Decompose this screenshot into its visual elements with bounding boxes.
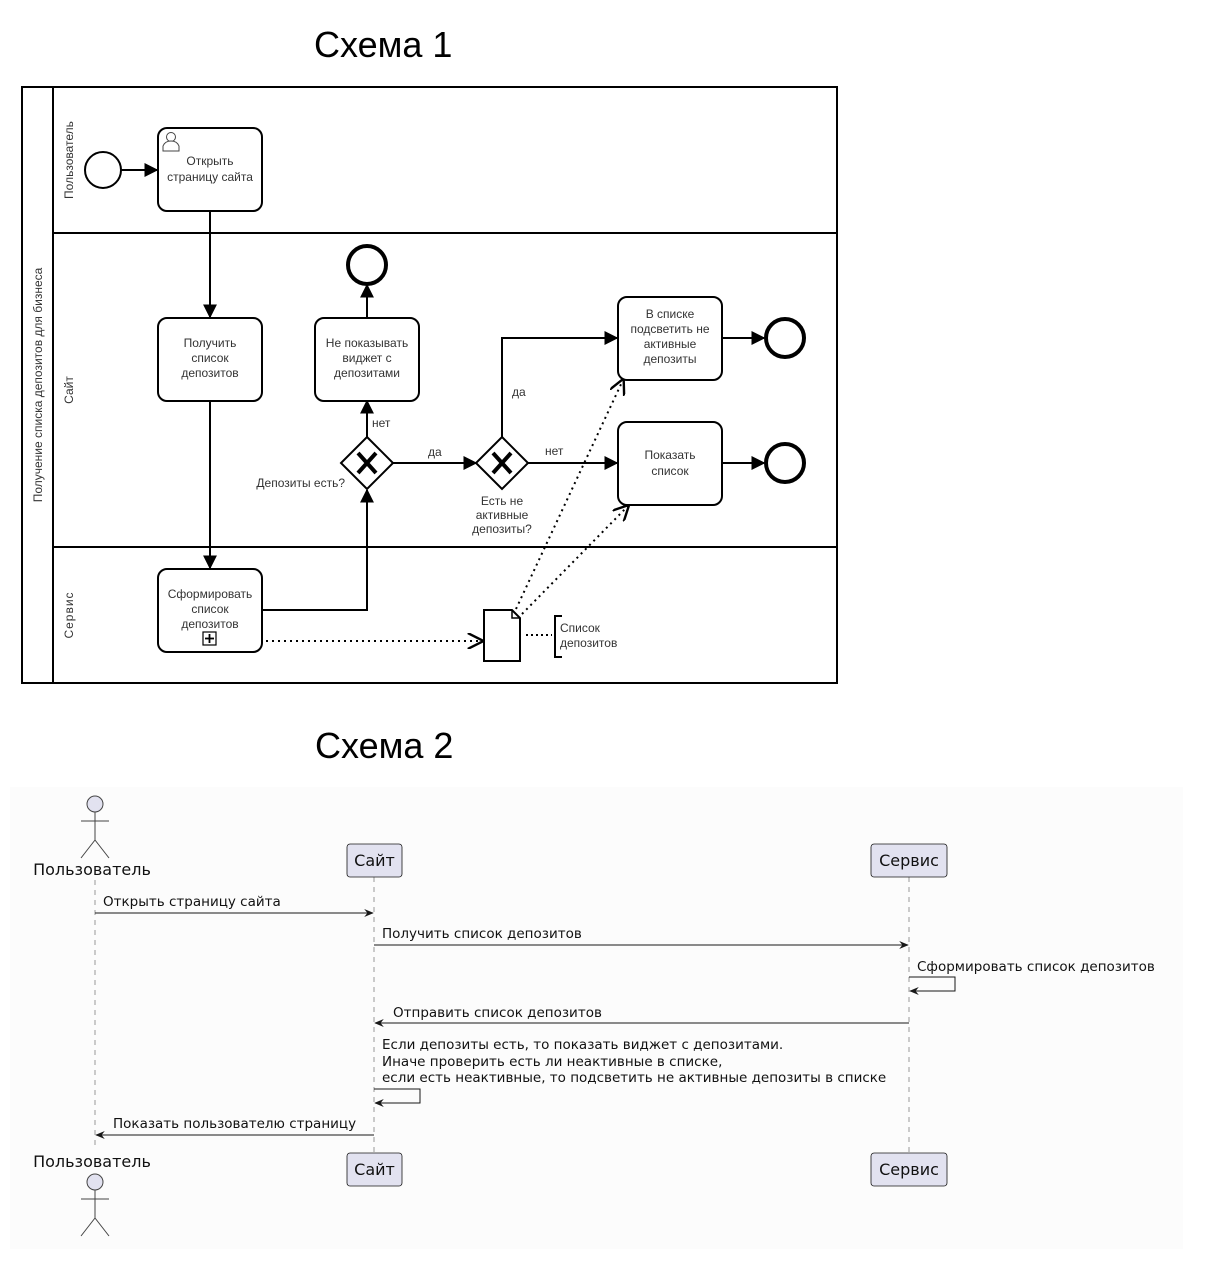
actor-label: Пользователь bbox=[33, 860, 151, 879]
task-label-line: Получить bbox=[184, 336, 237, 350]
participant-label: Сервис bbox=[879, 1160, 939, 1179]
data-object-deposit-list bbox=[483, 609, 521, 662]
task-dont-show-widget: Не показывать виджет с депозитами bbox=[314, 317, 420, 402]
schema1-title: Схема 1 bbox=[314, 24, 453, 65]
lane-label-service: Сервис bbox=[62, 591, 76, 638]
gateway-label-line: Есть не bbox=[481, 494, 524, 508]
flow-label: да bbox=[428, 445, 442, 459]
subprocess-form-list: Сформировать список депозитов bbox=[157, 568, 263, 653]
message-label: Сформировать список депозитов bbox=[917, 959, 1155, 975]
gateway-deposits-exist: Депозиты есть? bbox=[256, 435, 395, 491]
message-open-page: Открыть страницу сайта bbox=[95, 894, 374, 917]
task-label-line: список bbox=[191, 602, 229, 616]
task-label-line: Сформировать bbox=[168, 587, 253, 601]
task-label-line: подсветить не bbox=[630, 322, 709, 336]
gateway-inactive-exist: Есть не активные депозиты? bbox=[472, 435, 532, 536]
task-label-line: список bbox=[191, 351, 229, 365]
message-label: Получить список депозитов bbox=[382, 926, 582, 942]
sequence-flow bbox=[501, 331, 619, 437]
task-label-line: активные bbox=[644, 337, 697, 351]
message-label: Показать пользователю страницу bbox=[113, 1116, 356, 1132]
message-label: Открыть страницу сайта bbox=[103, 894, 281, 910]
gateway-label: Депозиты есть? bbox=[256, 476, 345, 490]
task-label-line: Не показывать bbox=[326, 336, 408, 350]
text-annotation-bracket bbox=[554, 615, 562, 658]
task-label-line: виджет с bbox=[342, 351, 391, 365]
participant-service-top[interactable]: Сервис bbox=[870, 843, 948, 878]
actor-label: Пользователь bbox=[33, 1152, 151, 1171]
actor-user-top[interactable]: Пользователь bbox=[33, 795, 151, 879]
task-label-line: страницу сайта bbox=[167, 170, 253, 184]
task-label-line: список bbox=[651, 464, 689, 478]
task-label-line: депозитами bbox=[334, 366, 400, 380]
task-get-list: Получить список депозитов bbox=[157, 317, 263, 402]
task-open-page: Открыть страницу сайта bbox=[157, 127, 263, 212]
message-site-logic-self: Если депозиты есть, то показать виджет с… bbox=[374, 1037, 886, 1107]
sequence-background bbox=[10, 787, 1183, 1249]
participant-site-top[interactable]: Сайт bbox=[346, 843, 403, 878]
sequence-flow bbox=[262, 488, 374, 611]
expand-plus-icon[interactable] bbox=[202, 631, 217, 646]
bpmn-pool: Получение списка депозитов для бизнеса П… bbox=[21, 86, 838, 684]
actor-user-bottom[interactable]: Пользователь bbox=[33, 1152, 151, 1237]
task-show-list: Показать список bbox=[617, 421, 723, 506]
flow-label: да bbox=[512, 385, 526, 399]
gateway-label-line: активные bbox=[476, 508, 529, 522]
task-highlight-inactive: В списке подсветить не активные депозиты bbox=[617, 296, 723, 381]
end-event bbox=[346, 244, 388, 286]
user-task-icon bbox=[162, 132, 180, 152]
participant-service-bottom[interactable]: Сервис bbox=[870, 1152, 948, 1187]
participant-label: Сайт bbox=[354, 1160, 395, 1179]
gateway-label-line: депозиты? bbox=[472, 522, 532, 536]
pool-border bbox=[21, 86, 838, 684]
task-label-line: депозитов bbox=[181, 366, 238, 380]
message-label: Отправить список депозитов bbox=[393, 1005, 602, 1021]
task-label-line: Открыть bbox=[186, 154, 233, 168]
end-event bbox=[764, 317, 806, 359]
task-label-line: депозиты bbox=[643, 352, 696, 366]
message-form-list-self: Сформировать список депозитов bbox=[909, 959, 1155, 995]
message-get-list: Получить список депозитов bbox=[374, 926, 909, 949]
lane-label-user: Пользователь bbox=[62, 121, 76, 199]
annotation-line: Список bbox=[560, 621, 601, 635]
flow-label: нет bbox=[545, 444, 564, 458]
participant-site-bottom[interactable]: Сайт bbox=[346, 1152, 403, 1187]
schema2-title: Схема 2 bbox=[315, 725, 454, 766]
participant-label: Сайт bbox=[354, 851, 395, 870]
flow-label: нет bbox=[372, 416, 391, 430]
message-label-line: если есть неактивные, то подсветить не а… bbox=[382, 1070, 886, 1086]
task-label-line: В списке bbox=[646, 307, 695, 321]
message-show-page: Показать пользователю страницу bbox=[95, 1116, 374, 1139]
data-association bbox=[521, 506, 628, 615]
start-event bbox=[84, 151, 122, 189]
end-event bbox=[764, 442, 806, 484]
participant-label: Сервис bbox=[879, 851, 939, 870]
message-send-list: Отправить список депозитов bbox=[374, 1005, 909, 1027]
annotation-line: депозитов bbox=[560, 636, 617, 650]
task-label-line: депозитов bbox=[181, 617, 238, 631]
message-label-line: Иначе проверить есть ли неактивные в спи… bbox=[382, 1054, 722, 1070]
task-label-line: Показать bbox=[644, 448, 695, 462]
pool-label: Получение списка депозитов для бизнеса bbox=[31, 267, 45, 502]
data-association bbox=[515, 380, 623, 610]
message-label-line: Если депозиты есть, то показать виджет с… bbox=[382, 1037, 783, 1053]
lane-label-site: Сайт bbox=[62, 376, 76, 404]
